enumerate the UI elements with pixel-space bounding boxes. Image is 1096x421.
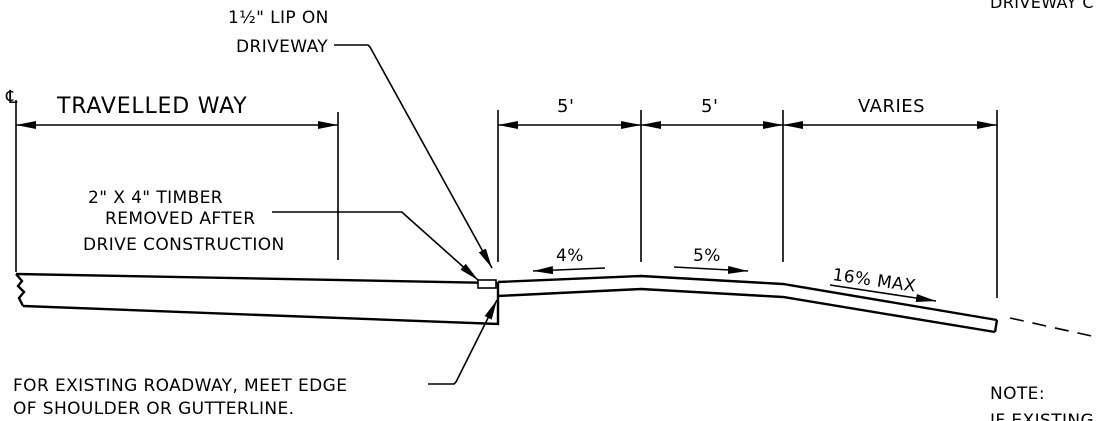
existing-roadway-line1: FOR EXISTING ROADWAY, MEET EDGE xyxy=(13,376,347,396)
driveway-top-line xyxy=(497,274,998,322)
existing-ground-dashed-line xyxy=(1009,317,1096,338)
note-title: NOTE: xyxy=(990,384,1045,404)
lip-leader-line xyxy=(334,44,493,269)
existing-roadway-leader xyxy=(428,299,498,385)
timber-label-line3: DRIVE CONSTRUCTION xyxy=(83,235,285,255)
timber-block xyxy=(477,279,497,289)
lip-label-line2: DRIVEWAY xyxy=(236,37,328,57)
travelled-way-label: TRAVELLED WAY xyxy=(56,94,248,119)
slope-label-1: 4% xyxy=(556,246,584,266)
slope-arrow-1 xyxy=(532,266,606,275)
driveway-fragment-label: DRIVEWAY C xyxy=(990,0,1094,12)
centerline-symbol: ℄ xyxy=(5,87,18,108)
timber-label-line2: REMOVED AFTER xyxy=(105,209,255,229)
lip-label-line1: 1½" LIP ON xyxy=(228,8,329,28)
slope-arrow-3 xyxy=(829,284,937,302)
slope-arrow-2 xyxy=(673,265,749,274)
note-text-fragment: IF EXISTING xyxy=(990,411,1094,421)
driveway-end-line xyxy=(993,319,999,333)
slope-label-2: 5% xyxy=(693,246,721,266)
dim-label-segment1: 5' xyxy=(557,96,574,117)
timber-leader-line xyxy=(272,211,479,281)
road-break-line xyxy=(15,273,26,307)
existing-roadway-line2: OF SHOULDER OR GUTTERLINE. xyxy=(13,399,294,419)
dim-label-segment2: 5' xyxy=(701,96,718,117)
road-slab-outline xyxy=(15,272,500,326)
timber-label-line1: 2" X 4" TIMBER xyxy=(88,188,223,208)
driveway-bottom-line xyxy=(497,287,996,334)
dim-label-segment3: VARIES xyxy=(858,96,925,117)
